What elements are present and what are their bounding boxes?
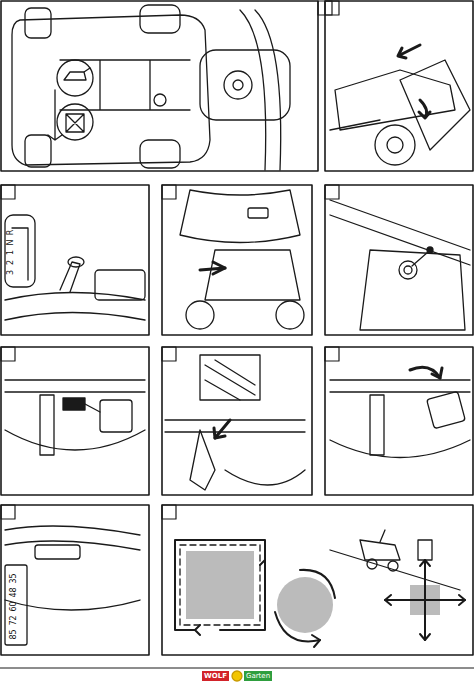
cutting-height: 85 xyxy=(9,629,18,639)
gear-position: N xyxy=(6,240,15,246)
cutting-height: 35 xyxy=(9,573,18,583)
cutting-height: 48 xyxy=(9,587,18,597)
gear-position: R xyxy=(6,230,15,236)
brand-logo: WOLF xyxy=(202,671,229,681)
gear-position: 2 xyxy=(6,260,15,265)
gear-position: 1 xyxy=(6,250,15,255)
cutting-height: 60 xyxy=(9,601,18,611)
cutting-height: 72 xyxy=(9,615,18,625)
gear-position: 3 xyxy=(6,270,15,275)
brand-logo: Garten xyxy=(244,671,272,681)
